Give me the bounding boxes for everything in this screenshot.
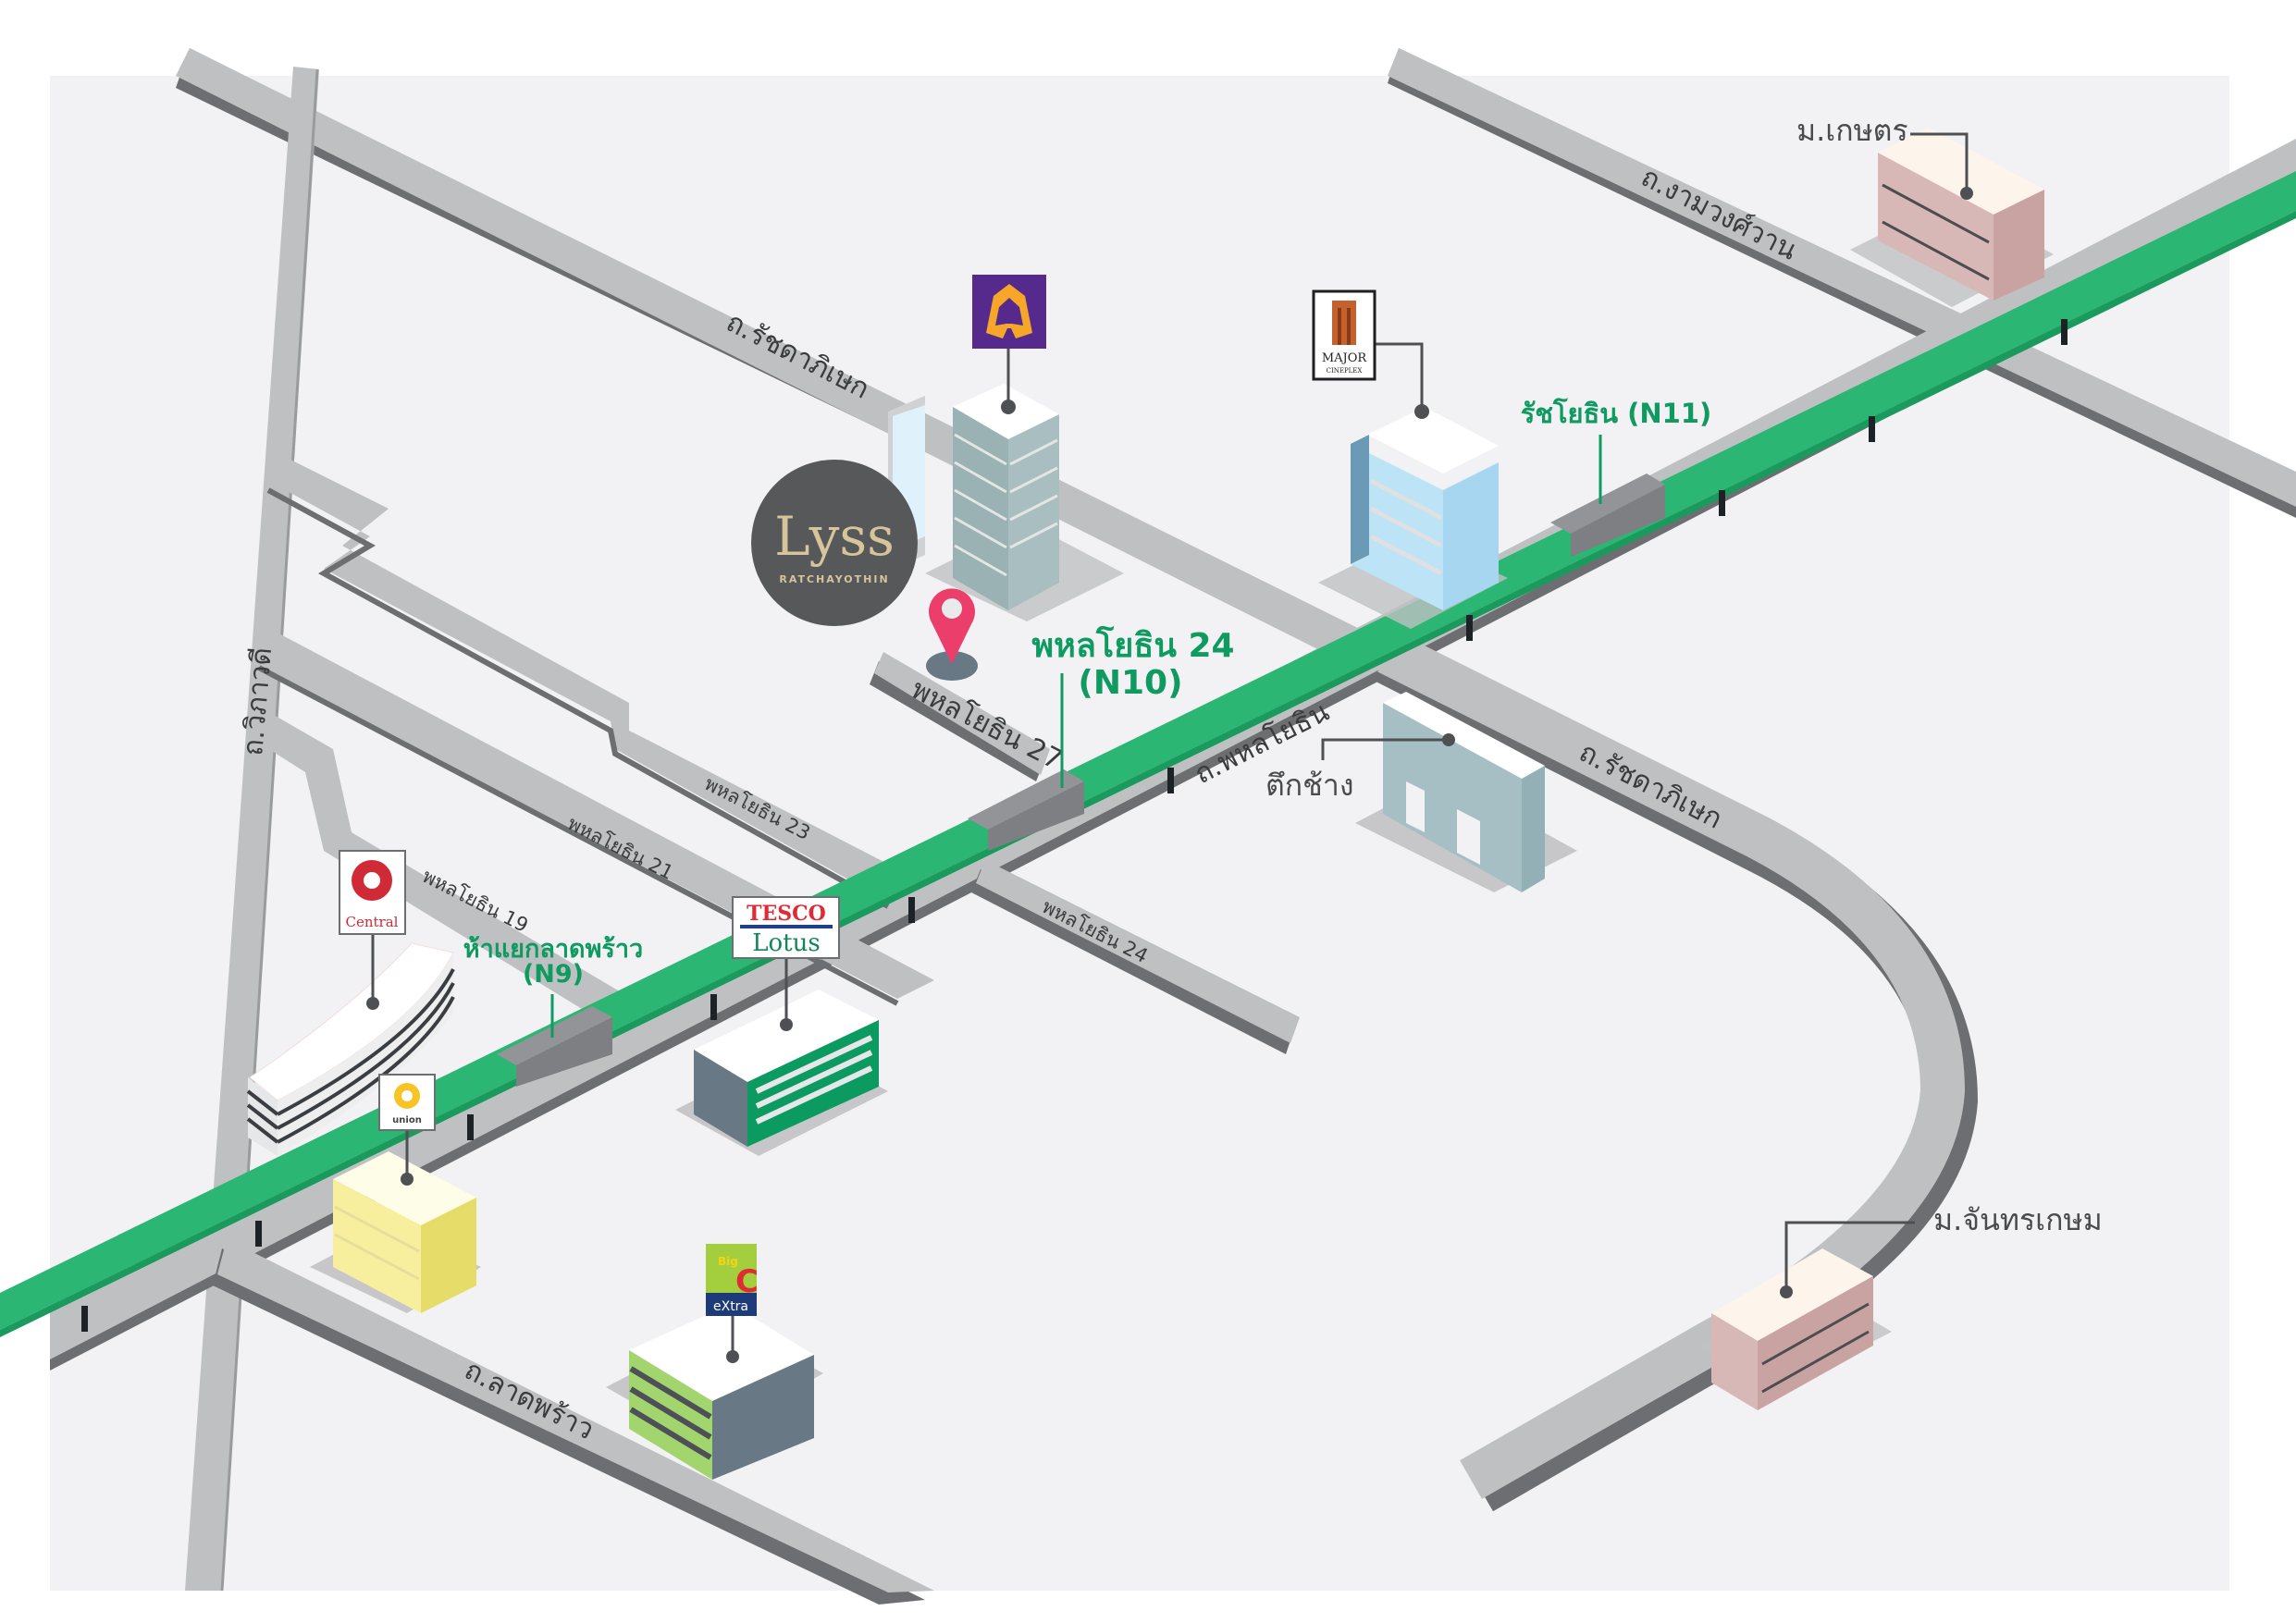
central-logo: Central	[339, 850, 406, 935]
lotus-logo-text: Lotus	[752, 929, 820, 957]
union-logo-text: union	[392, 1115, 422, 1125]
station-n10-name: พหลโยธิน 24	[1031, 625, 1234, 665]
big-c-big-text: Big	[718, 1255, 738, 1268]
union-logo: union	[378, 1074, 436, 1131]
landmark-big-c-extra[interactable]: Big C eXtra	[606, 1244, 823, 1480]
landmark-tesco-lotus[interactable]: TESCO Lotus	[675, 896, 888, 1156]
station-n11-name: รัชโยธิน (N11)	[1521, 397, 1712, 429]
road-soi-19	[254, 707, 648, 1027]
major-cineplex-logo: MAJOR CINEPLEX	[1312, 289, 1376, 381]
landmark-label-kasetsart: ม.เกษตร	[1796, 113, 1908, 148]
landmark-major-cineplex[interactable]: MAJOR CINEPLEX	[1312, 289, 1508, 629]
station-n9[interactable]: ห้าแยกลาดพร้าว (N9)	[463, 935, 643, 1038]
road-soi-23	[266, 453, 925, 909]
location-pin-icon[interactable]	[926, 588, 978, 681]
big-c-extra-text: eXtra	[713, 1299, 748, 1314]
central-logo-text: Central	[346, 914, 399, 930]
road-soi-27	[870, 652, 1050, 781]
road-ratchadaphisek-north	[176, 48, 1411, 680]
landmark-scb-tower[interactable]	[888, 275, 1124, 621]
project-subtitle: RATCHAYOTHIN	[779, 573, 889, 585]
landmark-label-chandrakasem: ม.จันทรเกษม	[1933, 1202, 2103, 1237]
station-n9-code: (N9)	[523, 960, 584, 989]
project-name: Lyss	[774, 505, 895, 568]
road-ladprao	[213, 1239, 934, 1605]
bts-pillars	[81, 319, 2068, 1332]
road-soi-24	[971, 860, 1300, 1054]
landmark-kasetsart[interactable]: ม.เกษตร	[1796, 113, 2054, 307]
major-logo-text: MAJOR	[1322, 351, 1368, 365]
tesco-lotus-logo: TESCO Lotus	[732, 896, 840, 959]
station-n9-name: ห้าแยกลาดพร้าว	[463, 935, 643, 964]
scb-leaf-icon	[972, 275, 1046, 349]
station-n9-platform[interactable]	[497, 1006, 612, 1087]
landmark-chandrakasem[interactable]: ม.จันทรเกษม	[1697, 1202, 2103, 1410]
landmark-union-mall[interactable]: union	[310, 1074, 481, 1313]
cineplex-logo-text: CINEPLEX	[1327, 367, 1363, 375]
station-n11-platform[interactable]	[1550, 473, 1665, 557]
station-n10-platform[interactable]	[968, 769, 1084, 851]
bts-line	[0, 171, 2296, 1337]
road-ngamwongwan	[1388, 48, 2296, 518]
landmark-central[interactable]: Central	[246, 850, 455, 1156]
station-n11[interactable]: รัชโยธิน (N11)	[1521, 397, 1712, 504]
tesco-logo-text: TESCO	[747, 902, 826, 926]
landmark-label-elephant-building: ตึกช้าง	[1265, 768, 1353, 803]
station-n10[interactable]: พหลโยธิน 24 (N10)	[1031, 625, 1235, 788]
big-c-extra-logo: Big C eXtra	[706, 1244, 759, 1316]
big-c-c-text: C	[735, 1263, 759, 1300]
project-logo[interactable]: Lyss RATCHAYOTHIN	[751, 460, 918, 626]
station-n10-code: (N10)	[1078, 664, 1182, 702]
landmark-elephant-building[interactable]: ตึกช้าง	[1265, 692, 1577, 892]
